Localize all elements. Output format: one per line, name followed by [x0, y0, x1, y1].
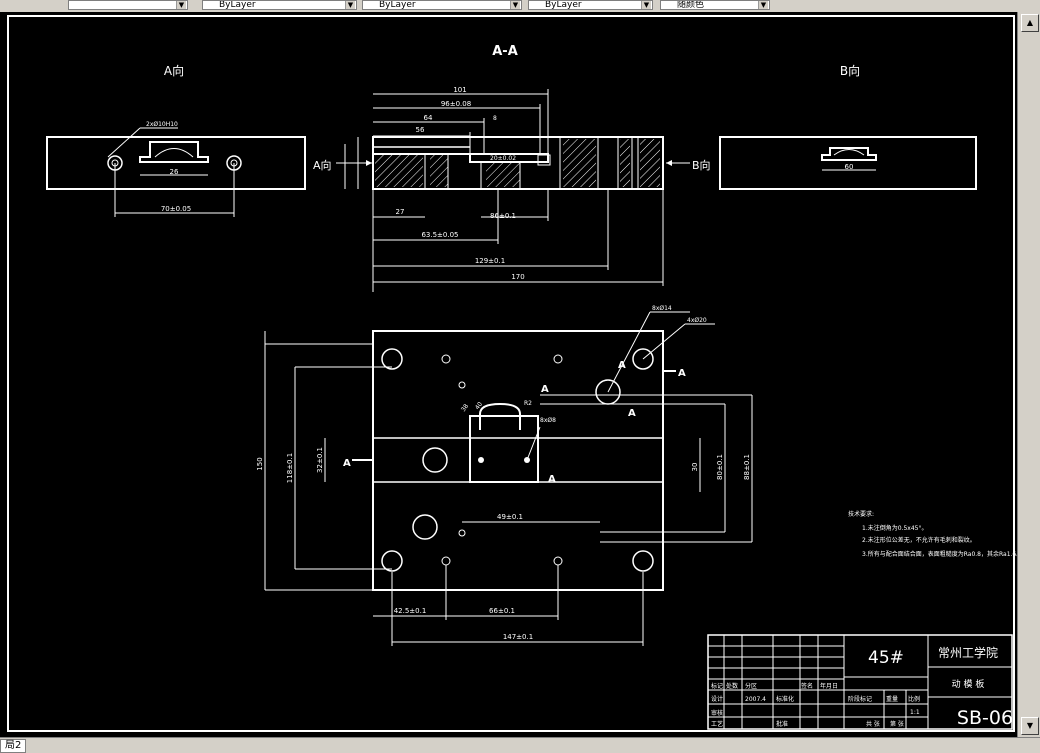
svg-text:重量: 重量: [886, 695, 898, 703]
svg-text:第 张: 第 张: [890, 720, 904, 728]
svg-text:63.5±0.05: 63.5±0.05: [421, 231, 458, 239]
svg-text:4xØ20: 4xØ20: [687, 317, 707, 324]
svg-text:8: 8: [493, 115, 497, 122]
svg-text:年月日: 年月日: [820, 682, 838, 690]
combo-value: ByLayer: [545, 0, 582, 10]
part-name: 动 模 板: [952, 678, 985, 690]
view-b: 60: [719, 136, 977, 190]
front-view: 150 118±0.1 32±0.1 30 80±0.1 88±0.1 49±0…: [256, 305, 753, 646]
title-block: 标记 处数 分区 签名 年月日 设计 2007.4 标准化 审核 工艺 批准 阶…: [707, 634, 1013, 730]
svg-text:27: 27: [396, 208, 405, 216]
svg-text:20±0.02: 20±0.02: [490, 155, 516, 162]
scroll-down-icon[interactable]: ▼: [1021, 717, 1039, 735]
scroll-up-icon[interactable]: ▲: [1021, 14, 1039, 32]
svg-text:1.未注倒角为0.5x45°。: 1.未注倒角为0.5x45°。: [862, 524, 927, 532]
svg-text:147±0.1: 147±0.1: [503, 633, 533, 641]
svg-text:3.所有与配合面结合面，表面粗糙度为Ra0.8，其余Ra1.: 3.所有与配合面结合面，表面粗糙度为Ra0.8，其余Ra1.6。: [862, 550, 1017, 558]
svg-text:处数: 处数: [726, 682, 738, 690]
plotstyle-combo[interactable]: 随颜色 ▼: [660, 0, 770, 10]
svg-text:56: 56: [416, 126, 425, 134]
svg-text:8xØ8: 8xØ8: [540, 417, 556, 424]
svg-text:设计: 设计: [711, 695, 723, 703]
svg-text:40: 40: [474, 401, 484, 411]
chevron-down-icon[interactable]: ▼: [641, 1, 651, 9]
svg-text:86±0.1: 86±0.1: [490, 212, 516, 220]
layer-combo[interactable]: ByLayer ▼: [202, 0, 357, 10]
svg-text:2007.4: 2007.4: [745, 696, 766, 703]
svg-text:80±0.1: 80±0.1: [716, 454, 724, 480]
view-a: 70±0.05 26 2xØ10H10: [46, 121, 306, 217]
svg-text:150: 150: [256, 457, 264, 470]
svg-text:30: 30: [691, 463, 699, 472]
svg-text:比例: 比例: [908, 695, 920, 703]
svg-text:2.未注形位公差无，不允许有毛刺和裂纹。: 2.未注形位公差无，不允许有毛刺和裂纹。: [862, 536, 976, 544]
svg-text:标记: 标记: [711, 682, 723, 690]
svg-text:技术要求:: 技术要求:: [848, 510, 874, 518]
color-combo[interactable]: ▼: [68, 0, 188, 10]
material: 45#: [868, 648, 904, 668]
combo-value: ByLayer: [219, 0, 256, 10]
svg-text:66±0.1: 66±0.1: [489, 607, 515, 615]
svg-text:工艺: 工艺: [711, 720, 723, 728]
sheet-border: [7, 15, 1015, 732]
section-view: 101 96±0.08 64 56 8 20±0.02 27 86±0.1 63…: [313, 86, 711, 292]
layout-tabs-bar: 局2: [0, 737, 1040, 753]
svg-text:B向: B向: [692, 158, 711, 172]
svg-text:129±0.1: 129±0.1: [475, 257, 505, 265]
svg-text:32±0.1: 32±0.1: [316, 447, 324, 473]
drawing-svg: A-A A向 B向 70±0.05 26 2xØ10H10: [7, 15, 1017, 732]
svg-text:118±0.1: 118±0.1: [286, 453, 294, 483]
svg-text:38: 38: [460, 403, 470, 413]
view-a-title: A向: [164, 63, 184, 78]
lineweight-combo[interactable]: ByLayer ▼: [528, 0, 653, 10]
svg-text:26: 26: [170, 168, 179, 176]
svg-text:A: A: [628, 408, 636, 419]
svg-text:101: 101: [453, 86, 466, 94]
view-b-title: B向: [840, 63, 860, 78]
combo-value: 随颜色: [677, 0, 705, 10]
svg-text:42.5±0.1: 42.5±0.1: [394, 607, 427, 615]
svg-text:1:1: 1:1: [910, 709, 920, 716]
svg-text:A: A: [343, 458, 351, 469]
svg-text:60: 60: [845, 163, 854, 171]
svg-text:A: A: [541, 384, 549, 395]
technical-notes: 技术要求: 1.未注倒角为0.5x45°。 2.未注形位公差无，不允许有毛刺和裂…: [848, 510, 1017, 558]
drawing-number: SB-06: [957, 707, 1013, 729]
svg-text:批准: 批准: [776, 720, 788, 728]
svg-text:70±0.05: 70±0.05: [161, 205, 191, 213]
svg-text:标准化: 标准化: [776, 695, 794, 703]
svg-text:共 张: 共 张: [866, 720, 880, 728]
properties-toolbar: ▼ ByLayer ▼ ByLayer ▼ ByLayer ▼ 随颜色 ▼: [0, 0, 1040, 13]
layout-tab[interactable]: 局2: [0, 739, 27, 753]
svg-text:2xØ10H10: 2xØ10H10: [146, 121, 178, 128]
chevron-down-icon[interactable]: ▼: [345, 1, 355, 9]
svg-text:分区: 分区: [745, 682, 757, 690]
school-name: 常州工学院: [938, 645, 998, 660]
svg-text:96±0.08: 96±0.08: [441, 100, 471, 108]
svg-text:88±0.1: 88±0.1: [743, 454, 751, 480]
svg-text:A: A: [678, 368, 686, 379]
vertical-scrollbar[interactable]: ▲ ▼: [1017, 12, 1040, 737]
svg-text:170: 170: [511, 273, 524, 281]
combo-value: ByLayer: [379, 0, 416, 10]
section-title: A-A: [492, 44, 518, 59]
drawing-canvas[interactable]: A-A A向 B向 70±0.05 26 2xØ10H10: [0, 12, 1040, 737]
svg-text:审核: 审核: [711, 709, 723, 717]
linetype-combo[interactable]: ByLayer ▼: [362, 0, 522, 10]
chevron-down-icon[interactable]: ▼: [510, 1, 520, 9]
svg-text:R2: R2: [524, 400, 532, 407]
svg-text:阶段标记: 阶段标记: [848, 695, 872, 703]
svg-text:A向: A向: [313, 158, 332, 172]
svg-text:A: A: [548, 474, 556, 485]
svg-text:8xØ14: 8xØ14: [652, 305, 672, 312]
svg-text:64: 64: [424, 114, 433, 122]
chevron-down-icon[interactable]: ▼: [758, 1, 768, 9]
svg-text:49±0.1: 49±0.1: [497, 513, 523, 521]
svg-text:A: A: [618, 360, 626, 371]
svg-text:签名: 签名: [801, 682, 813, 690]
chevron-down-icon[interactable]: ▼: [176, 1, 186, 9]
